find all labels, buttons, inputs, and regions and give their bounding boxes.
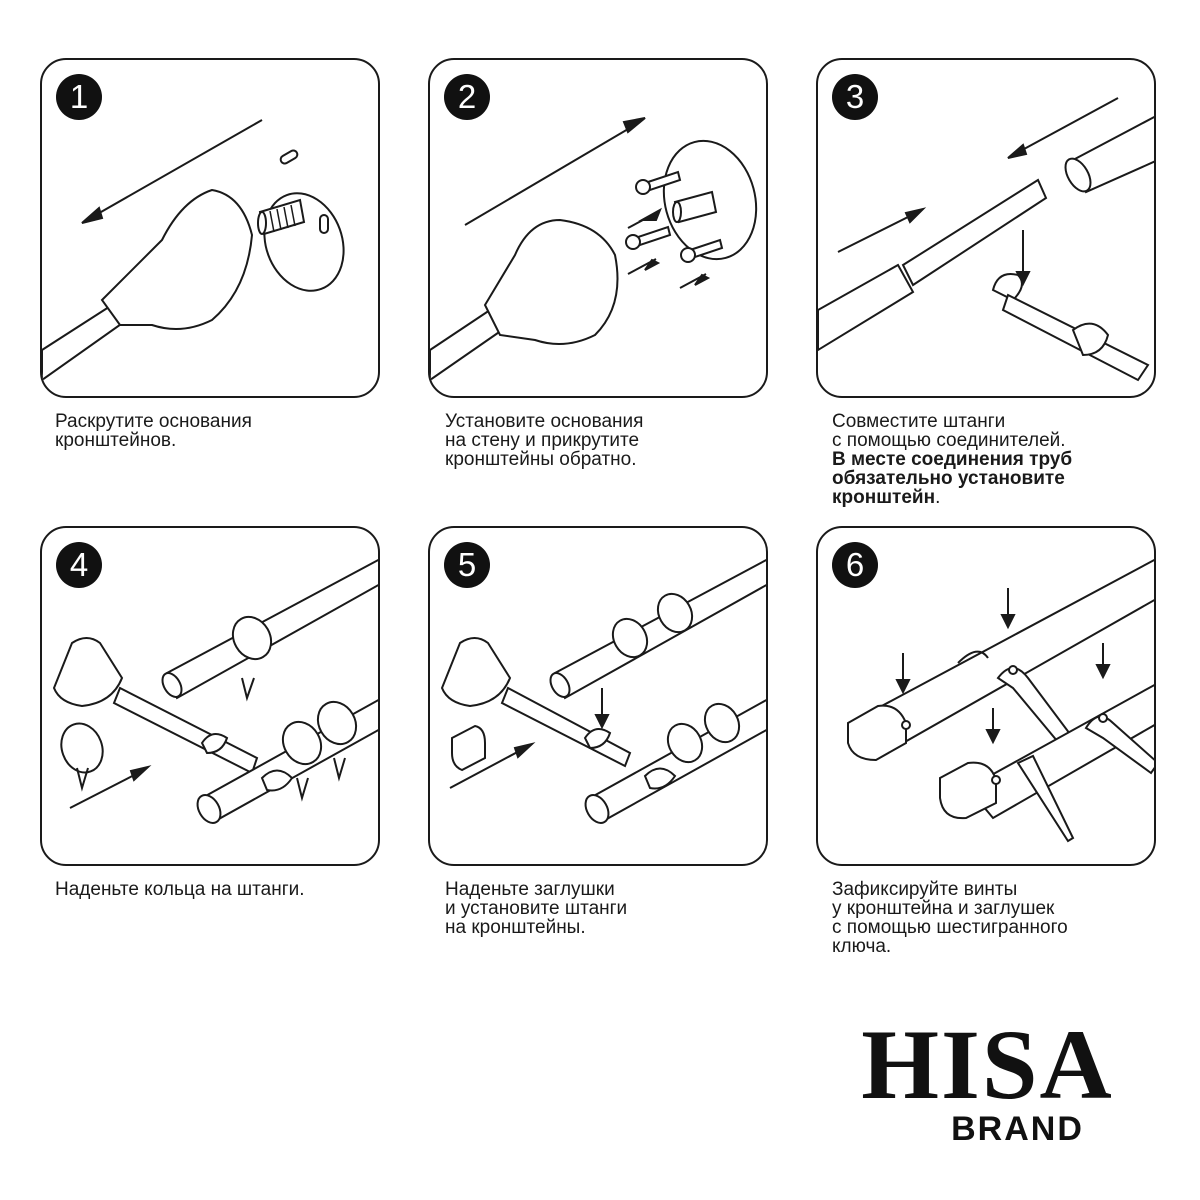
step-6-caption: Зафиксируйте винты у кронштейна и заглуш… [832,880,1182,956]
step-6-number-badge: 6 [832,542,878,588]
step-1-panel: 1 [40,58,380,398]
screw-head [681,248,695,262]
step-3-number-badge: 3 [832,74,878,120]
brand-name: HISA [845,1020,1130,1110]
bracket-hook [645,769,675,789]
bracket-cone [485,220,618,344]
step-4-caption: Наденьте кольца на штанги. [55,880,405,899]
bracket-cone [102,190,252,329]
step-1-caption: Раскрутите основания кронштейнов. [55,412,405,450]
curtain-ring [55,718,110,779]
step-1-number-badge: 1 [56,74,102,120]
step-6-panel: 6 [816,526,1156,866]
step-4-panel: 4 [40,526,380,866]
rod-upper [555,558,768,698]
install-arrow-line [465,122,640,225]
screw-head [636,180,650,194]
ring-arrow-line [70,771,142,808]
plate-slot [279,149,299,165]
install-arrowhead [624,118,645,132]
step-2-caption: Установите основания на стену и прикрути… [445,412,795,469]
end-cap [452,726,485,770]
bracket-finial [442,638,510,706]
join-arrow-line-bottom [838,212,918,252]
step-5-panel: 5 [428,526,768,866]
bracket-hook [262,771,292,791]
step-3-caption: Совместите штанги с помощью соединителей… [832,412,1182,507]
step-3-panel: 3 [816,58,1156,398]
rod-left [818,265,913,350]
bracket-finial [54,638,122,706]
connector [903,180,1046,285]
step-5-number-badge: 5 [444,542,490,588]
stud-end [673,202,681,222]
rod-upper [167,558,380,698]
step-5-caption: Наденьте заглушки и установите штанги на… [445,880,795,937]
stud-end [258,212,266,234]
wall-base-plate [251,182,357,302]
screw-head [626,235,640,249]
bracket-arm [114,688,257,773]
plate-slot [320,215,328,233]
step-4-number-badge: 4 [56,542,102,588]
step-2-number-badge: 2 [444,74,490,120]
unscrew-arrowhead [82,208,102,223]
rod [42,305,124,380]
step-2-panel: 2 [428,58,768,398]
brand-logo: HISA BRAND [845,1020,1130,1149]
end-cap-upper [848,706,906,760]
